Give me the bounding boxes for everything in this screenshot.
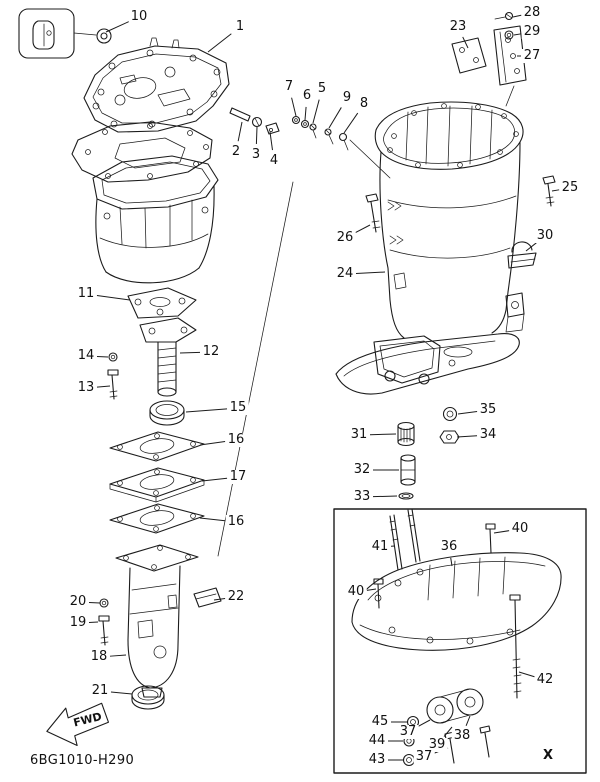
screws-washers-5-9 — [291, 115, 391, 179]
callout-27: 27 — [521, 48, 543, 63]
callout-13: 13 — [75, 380, 97, 395]
bolt-42 — [509, 594, 522, 699]
callout-7: 7 — [282, 79, 296, 94]
callout-33: 33 — [351, 489, 373, 504]
callout-40: 40 — [345, 584, 367, 599]
callout-42: 42 — [534, 672, 556, 687]
inset-box-lower — [333, 508, 587, 774]
callout-28: 28 — [521, 5, 543, 20]
mount-22 — [193, 587, 222, 608]
callout-23: 23 — [447, 19, 469, 34]
callout-4: 4 — [267, 153, 281, 168]
callout-30: 30 — [534, 228, 556, 243]
callout-3: 3 — [249, 147, 263, 162]
upper-casing-24 — [335, 101, 525, 395]
callout-31: 31 — [348, 427, 370, 442]
callout-12: 12 — [200, 344, 222, 359]
callout-38: 38 — [451, 728, 473, 743]
damper-tube-12 — [139, 317, 197, 397]
callout-41: 41 — [369, 539, 391, 554]
hardware-31-35 — [397, 406, 460, 500]
divider-line — [217, 181, 294, 557]
callout-6: 6 — [300, 88, 314, 103]
diagram-code: 6BG1010-H290 — [30, 753, 135, 768]
gasket-under-guide — [71, 121, 213, 183]
callout-14: 14 — [75, 348, 97, 363]
callout-21: 21 — [89, 683, 111, 698]
callout-5: 5 — [315, 81, 329, 96]
callout-34: 34 — [477, 427, 499, 442]
callout-16: 16 — [225, 514, 247, 529]
washer-10 — [96, 28, 112, 44]
callout-10: 10 — [128, 9, 150, 24]
callout-11: 11 — [75, 286, 97, 301]
callout-37: 37 — [413, 749, 435, 764]
callout-8: 8 — [357, 96, 371, 111]
callout-29: 29 — [521, 24, 543, 39]
callout-24: 24 — [334, 266, 356, 281]
callout-15: 15 — [227, 400, 249, 415]
fwd-arrow: FWD — [46, 702, 109, 747]
callout-1: 1 — [233, 19, 247, 34]
bolt-washer-13-14 — [107, 352, 119, 400]
muffler-18 — [115, 544, 199, 698]
detail-box-clip — [18, 8, 97, 59]
callout-45: 45 — [369, 714, 391, 729]
callout-39: 39 — [426, 737, 448, 752]
seal-21 — [131, 685, 165, 710]
callout-9: 9 — [340, 90, 354, 105]
callout-35: 35 — [477, 402, 499, 417]
callout-40: 40 — [509, 521, 531, 536]
callout-2: 2 — [229, 144, 243, 159]
callout-19: 19 — [67, 615, 89, 630]
callout-36: 36 — [438, 539, 460, 554]
callout-18: 18 — [88, 649, 110, 664]
callout-32: 32 — [351, 462, 373, 477]
bolts-40 — [373, 523, 496, 609]
clamp-37-38-39 — [426, 688, 491, 764]
bolt-26 — [365, 193, 381, 233]
seal-15 — [149, 400, 185, 426]
bracket-23-27-28-29 — [451, 11, 527, 107]
callout-20: 20 — [67, 594, 89, 609]
callout-26: 26 — [334, 230, 356, 245]
callout-37: 37 — [397, 724, 419, 739]
callout-16: 16 — [225, 432, 247, 447]
exhaust-guide-1 — [83, 37, 230, 133]
callout-25: 25 — [559, 180, 581, 195]
bolt-25 — [542, 175, 556, 207]
gasket-11 — [127, 287, 197, 319]
oil-pan — [92, 155, 219, 284]
callout-43: 43 — [366, 752, 388, 767]
x-marker: X — [543, 748, 554, 763]
callout-44: 44 — [366, 733, 388, 748]
pin-and-clips-2-3-4 — [229, 107, 280, 135]
callout-22: 22 — [225, 589, 247, 604]
studs-41 — [389, 508, 421, 571]
callout-17: 17 — [227, 469, 249, 484]
